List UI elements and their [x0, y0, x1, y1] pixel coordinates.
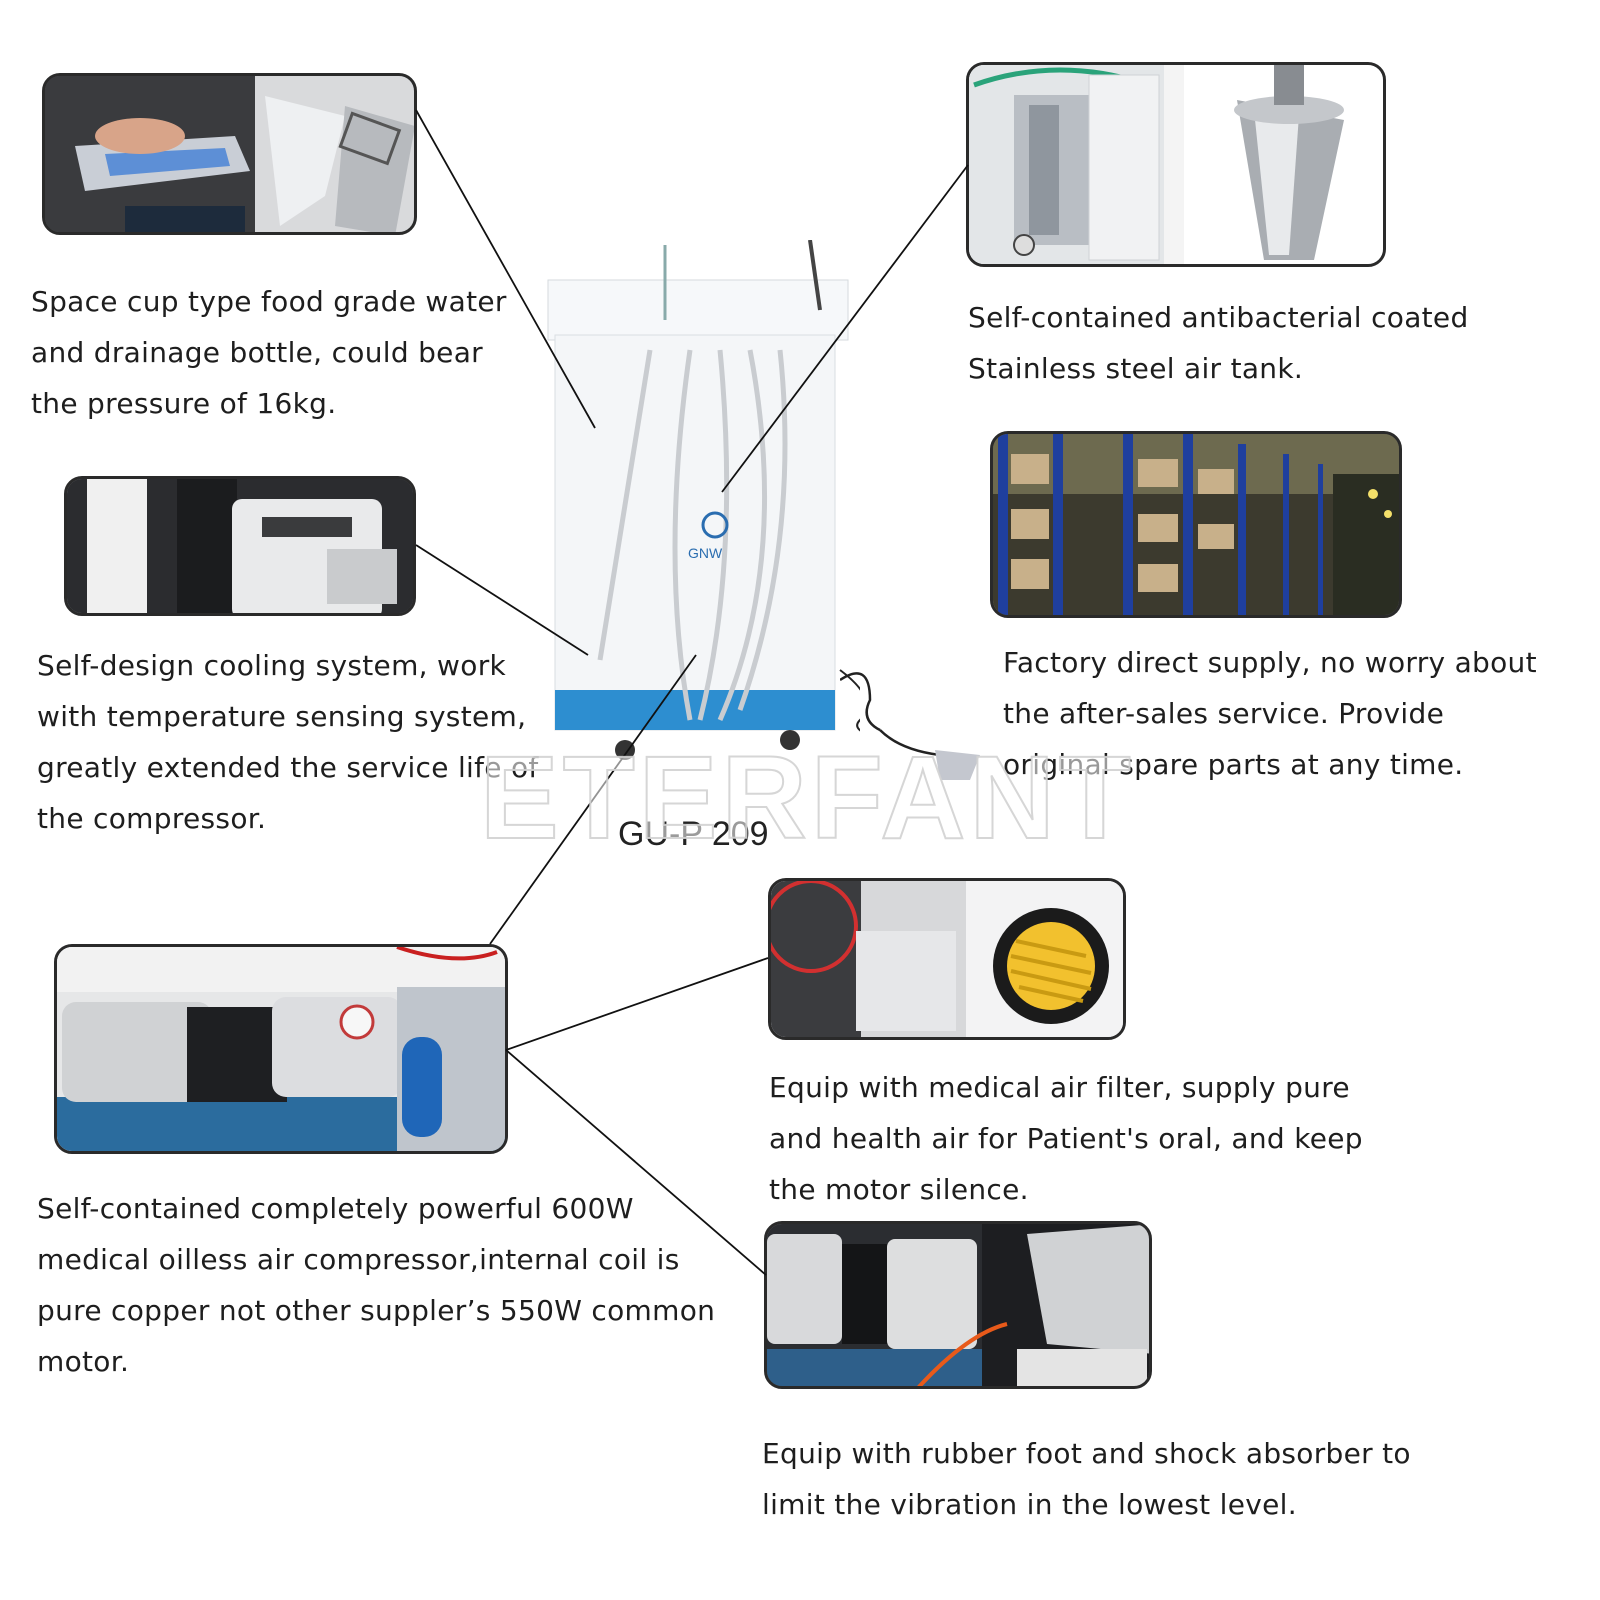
factory-caption: Factory direct supply, no worry about th… [1003, 637, 1537, 790]
air-filter-photo [768, 878, 1126, 1040]
factory-warehouse-photo [990, 431, 1402, 618]
caption-line: greatly extended the service life of [37, 751, 539, 784]
caption-line: Factory direct supply, no worry about [1003, 646, 1537, 679]
tank-caption: Self-contained antibacterial coated Stai… [968, 292, 1469, 394]
water-bottle-photo [42, 73, 417, 235]
caption-line: and health air for Patient's oral, and k… [769, 1122, 1363, 1155]
caption-line: Self-contained completely powerful 600W [37, 1192, 634, 1225]
air-compressor-photo [54, 944, 508, 1154]
caption-line: pure copper not other suppler’s 550W com… [37, 1294, 716, 1327]
caption-line: Equip with rubber foot and shock absorbe… [762, 1437, 1411, 1470]
caption-line: limit the vibration in the lowest level. [762, 1488, 1297, 1521]
dental-unit-product: GNW [540, 239, 1000, 767]
caption-line: medical oilless air compressor,internal … [37, 1243, 680, 1276]
air-tank-photo [966, 62, 1386, 267]
bottle-caption: Space cup type food grade water and drai… [31, 276, 507, 429]
caption-line: Stainless steel air tank. [968, 352, 1304, 385]
brand-watermark: ETERFANT [479, 731, 1135, 865]
cooling-system-photo [64, 476, 416, 616]
cooling-caption: Self-design cooling system, work with te… [37, 640, 539, 844]
caption-line: Space cup type food grade water [31, 285, 507, 318]
caption-line: the pressure of 16kg. [31, 387, 337, 420]
caption-line: and drainage bottle, could bear [31, 336, 483, 369]
caption-line: original spare parts at any time. [1003, 748, 1464, 781]
filter-caption: Equip with medical air filter, supply pu… [769, 1062, 1363, 1215]
caption-line: the motor silence. [769, 1173, 1029, 1206]
compressor-caption: Self-contained completely powerful 600W … [37, 1183, 715, 1387]
caption-line: with temperature sensing system, [37, 700, 527, 733]
foot-pedal [840, 672, 980, 780]
rubber-foot-photo [764, 1221, 1152, 1389]
model-label: GU-P 209 [618, 815, 769, 853]
caption-line: Self-contained antibacterial coated [968, 301, 1469, 334]
rubber-foot-caption: Equip with rubber foot and shock absorbe… [762, 1428, 1411, 1530]
caption-line: Equip with medical air filter, supply pu… [769, 1071, 1350, 1104]
caption-line: the compressor. [37, 802, 267, 835]
caption-line: Self-design cooling system, work [37, 649, 507, 682]
caption-line: motor. [37, 1345, 130, 1378]
caption-line: the after-sales service. Provide [1003, 697, 1445, 730]
unit-logo: GNW [688, 545, 723, 561]
